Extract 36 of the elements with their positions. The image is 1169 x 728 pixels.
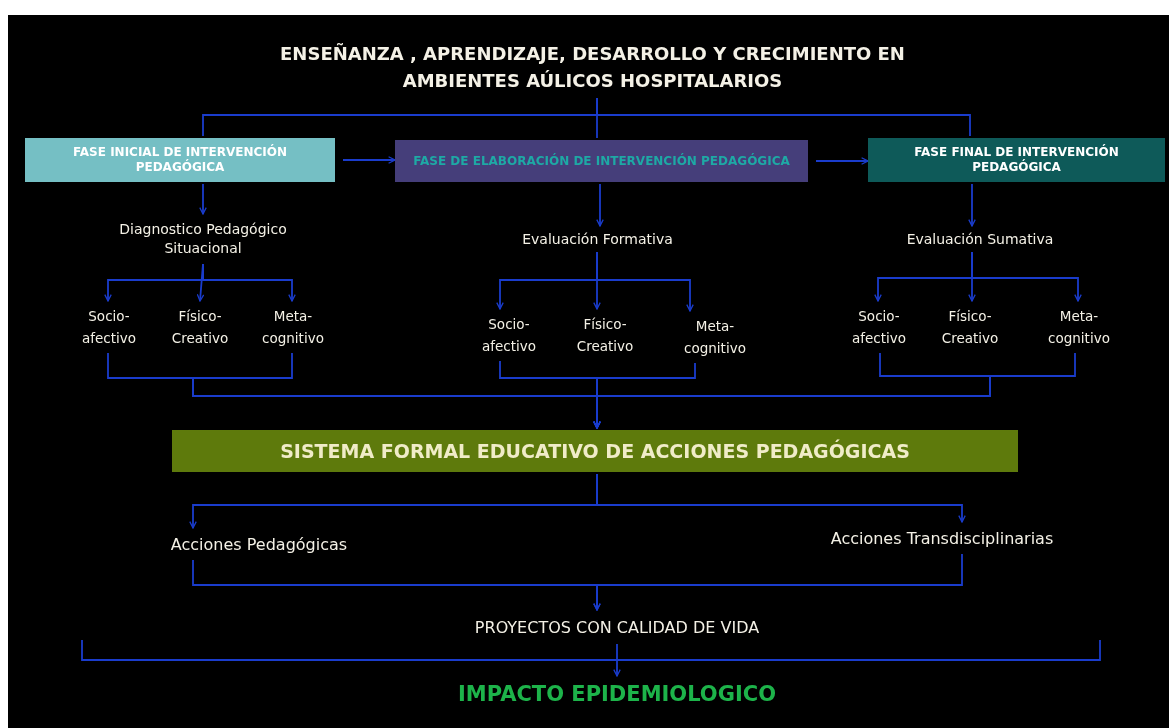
- connector-arrow: [968, 183, 976, 227]
- node-text: Físico- Creativo: [940, 307, 1000, 348]
- node-text: Socio- afectivo: [480, 315, 537, 356]
- box-label: FASE INICIAL DE INTERVENCIÓN PEDAGÓGICA: [72, 145, 288, 175]
- connector-arrow: [593, 352, 1076, 429]
- connector-arrow: [342, 156, 396, 164]
- node-text: IMPACTO EPIDEMIOLOGICO: [458, 682, 776, 706]
- node-text: Acciones Pedagógicas: [170, 534, 348, 554]
- process-box: [172, 430, 1018, 472]
- process-box: [395, 140, 808, 182]
- node-text: Acciones Transdisciplinarias: [830, 528, 1054, 548]
- node-text: Físico- Creativo: [170, 307, 230, 348]
- box-label: FASE DE ELABORACIÓN DE INTERVENCIÓN PEDAGÓGICA: [413, 153, 790, 169]
- node-text: Diagnostico Pedagógico Situacional: [118, 220, 288, 258]
- connector-arrow: [202, 263, 296, 302]
- connector-arrow: [596, 473, 966, 523]
- process-box: [868, 138, 1165, 182]
- connector-arrow: [815, 157, 869, 165]
- node-text: Evaluación Formativa: [522, 229, 673, 249]
- node-text: Físico- Creativo: [575, 315, 635, 356]
- connector-arrow: [596, 251, 694, 312]
- node-text: Meta- cognitivo: [1047, 307, 1111, 348]
- node-text: Meta- cognitivo: [261, 307, 325, 348]
- node-text: Meta- cognitivo: [683, 317, 747, 358]
- node-text: Evaluación Sumativa: [906, 229, 1054, 249]
- node-text: PROYECTOS CON CALIDAD DE VIDA: [474, 617, 760, 637]
- node-text: Socio- afectivo: [80, 307, 137, 348]
- node-text: Socio- afectivo: [850, 307, 907, 348]
- box-label: SISTEMA FORMAL EDUCATIVO DE ACCIONES PEDAGÓGICAS: [280, 440, 910, 462]
- process-box: [25, 138, 335, 182]
- connector-arrow: [81, 639, 1101, 677]
- connector-arrow: [596, 183, 604, 227]
- connector-arrow: [199, 183, 207, 215]
- box-label: FASE FINAL DE INTERVENCIÓN PEDAGÓGICA: [913, 145, 1120, 175]
- connector-arrow: [593, 553, 963, 611]
- node-text: ENSEÑANZA , APRENDIZAJE, DESARROLLO Y CRECIMIENTO EN AMBIENTES AÚLICOS HOSPITALARIOS: [279, 42, 906, 93]
